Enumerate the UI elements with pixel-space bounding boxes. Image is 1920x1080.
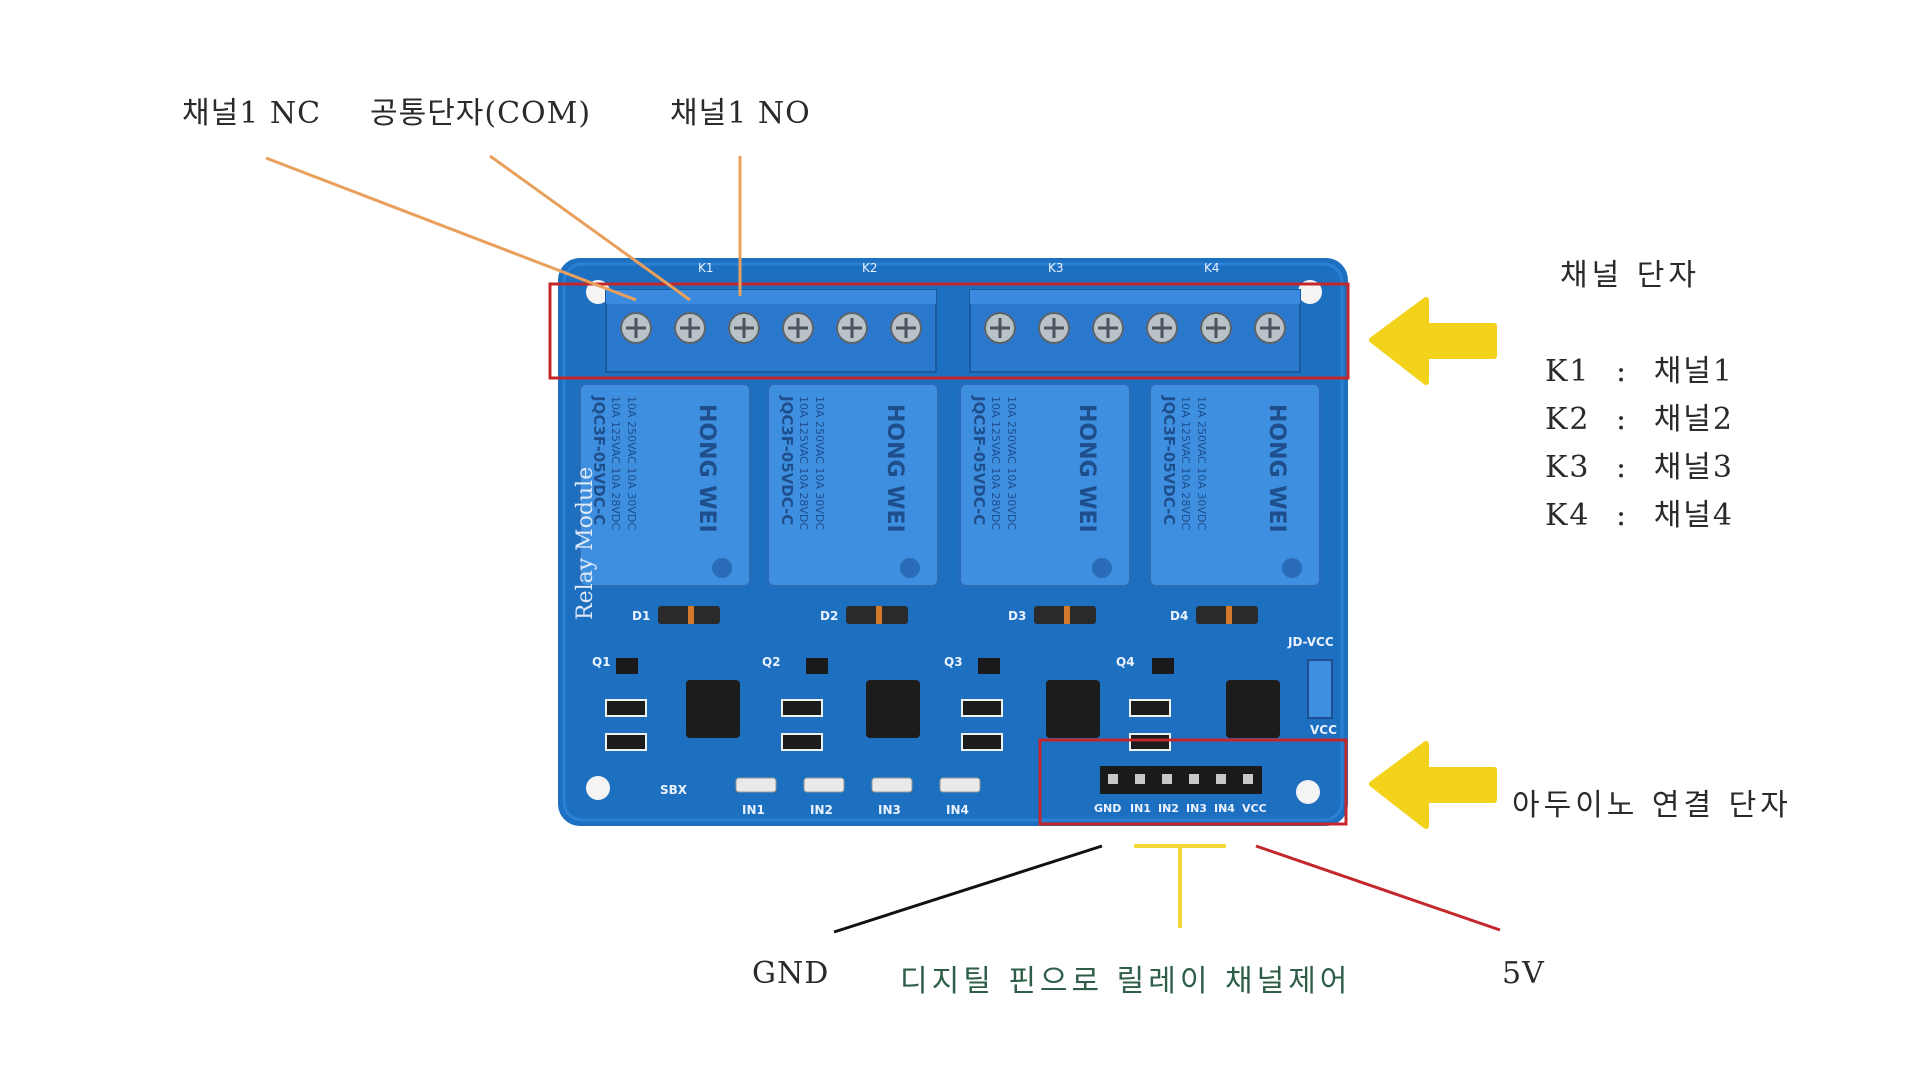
legend-value: 채널4 <box>1653 498 1734 533</box>
transistors <box>616 658 1174 674</box>
diode-label-d2: D2 <box>820 609 838 623</box>
legend-value: 채널3 <box>1653 450 1734 485</box>
mount-hole <box>586 776 610 800</box>
module-text: Relay Module <box>573 467 598 620</box>
led-label-in4: IN4 <box>946 803 969 817</box>
header-pin-gnd: GND <box>1094 802 1121 815</box>
relay-label-k1: K1 <box>698 261 714 275</box>
legend-key: K2 <box>1545 402 1591 437</box>
relay-2-brand: HONG WEI <box>882 404 907 533</box>
relay-2-rating-2: 10A 125VAC 10A 28VDC <box>797 396 810 530</box>
legend-sep: : <box>1616 402 1629 437</box>
optocouplers <box>686 680 1280 738</box>
relay-label-k4: K4 <box>1204 261 1220 275</box>
arrow-arduino-terminal <box>1369 741 1497 829</box>
terminal-block-left <box>605 289 937 373</box>
header-pin-in1: IN1 <box>1130 802 1151 815</box>
line-5v <box>1255 844 1501 932</box>
legend-key: K3 <box>1545 450 1591 485</box>
relay-4-brand: HONG WEI <box>1264 404 1289 533</box>
legend-key: K4 <box>1545 498 1591 533</box>
relay-label-k3: K3 <box>1048 261 1064 275</box>
led-label-in1: IN1 <box>742 803 765 817</box>
header-pin-in2: IN2 <box>1158 802 1179 815</box>
jumper-bottom-label: VCC <box>1310 723 1337 737</box>
legend-value: 채널1 <box>1653 354 1734 389</box>
label-gnd: GND <box>752 956 830 991</box>
leds <box>735 777 981 793</box>
relay-1-brand: HONG WEI <box>694 404 719 533</box>
line-gnd <box>833 844 1103 934</box>
channel-terminal-highlight <box>548 282 1350 380</box>
line-common <box>489 154 691 302</box>
legend-sep: : <box>1616 450 1629 485</box>
mount-hole <box>1296 780 1320 804</box>
arrow-channel-terminal <box>1369 297 1497 385</box>
label-common-terminal: 공통단자(COM) <box>370 96 592 131</box>
legend-row-k1: K1 : 채널1 <box>1545 346 1734 390</box>
relay-3-model: JQC3F-05VDC-C <box>970 395 988 525</box>
relay-2 <box>767 383 939 587</box>
relay-4-rating-1: 10A 250VAC 10A 30VDC <box>1195 396 1208 530</box>
label-ch1-no: 채널1 NO <box>670 96 811 131</box>
arduino-terminal-highlight <box>1038 738 1348 826</box>
relay-3 <box>959 383 1131 587</box>
legend-row-k3: K3 : 채널3 <box>1545 442 1734 486</box>
header-pin-vcc: VCC <box>1242 802 1267 815</box>
diode-label-d4: D4 <box>1170 609 1188 623</box>
relay-1-rating-2: 10A 125VAC 10A 28VDC <box>609 396 622 530</box>
diodes <box>658 606 1258 624</box>
header-pin-in4: IN4 <box>1214 802 1235 815</box>
transistor-label-q4: Q4 <box>1116 655 1135 669</box>
relay-1-rating-1: 10A 250VAC 10A 30VDC <box>625 396 638 530</box>
line-ch1-nc <box>265 156 637 302</box>
relay-4-model: JQC3F-05VDC-C <box>1160 395 1178 525</box>
terminal-block-right <box>969 289 1301 373</box>
resistors <box>605 699 1171 751</box>
transistor-label-q1: Q1 <box>592 655 611 669</box>
label-channel-terminal: 채널 단자 <box>1560 258 1700 293</box>
mount-hole <box>1298 280 1322 304</box>
diode-label-d3: D3 <box>1008 609 1026 623</box>
transistor-label-q2: Q2 <box>762 655 781 669</box>
label-arduino-terminal: 아두이노 연결 단자 <box>1512 788 1792 823</box>
led-label-in3: IN3 <box>878 803 901 817</box>
label-digital-control: 디지틸 핀으로 릴레이 채널제어 <box>900 964 1352 999</box>
mount-hole <box>586 280 610 304</box>
jumper <box>1307 659 1333 719</box>
legend-row-k4: K4 : 채널4 <box>1545 490 1734 534</box>
relay-2-rating-1: 10A 250VAC 10A 30VDC <box>813 396 826 530</box>
jumper-top-label: JD-VCC <box>1287 635 1334 649</box>
relay-4-rating-2: 10A 125VAC 10A 28VDC <box>1179 396 1192 530</box>
legend-sep: : <box>1616 498 1629 533</box>
legend-key: K1 <box>1545 354 1591 389</box>
sbx-label: SBX <box>660 783 688 797</box>
pin-header <box>1100 766 1262 794</box>
legend-row-k2: K2 : 채널2 <box>1545 394 1734 438</box>
legend-sep: : <box>1616 354 1629 389</box>
relay-2-model: JQC3F-05VDC-C <box>778 395 796 525</box>
relay-1-model: JQC3F-05VDC-C <box>590 395 608 525</box>
led-label-in2: IN2 <box>810 803 833 817</box>
relay-3-rating-2: 10A 125VAC 10A 28VDC <box>989 396 1002 530</box>
relay-label-k2: K2 <box>862 261 878 275</box>
diode-label-d1: D1 <box>632 609 650 623</box>
header-pin-in3: IN3 <box>1186 802 1207 815</box>
transistor-label-q3: Q3 <box>944 655 963 669</box>
label-ch1-nc: 채널1 NC <box>182 96 322 131</box>
relay-3-rating-1: 10A 250VAC 10A 30VDC <box>1005 396 1018 530</box>
relay-4 <box>1149 383 1321 587</box>
relay-3-brand: HONG WEI <box>1074 404 1099 533</box>
relay-1 <box>579 383 751 587</box>
label-5v: 5V <box>1502 956 1545 991</box>
legend-value: 채널2 <box>1653 402 1734 437</box>
